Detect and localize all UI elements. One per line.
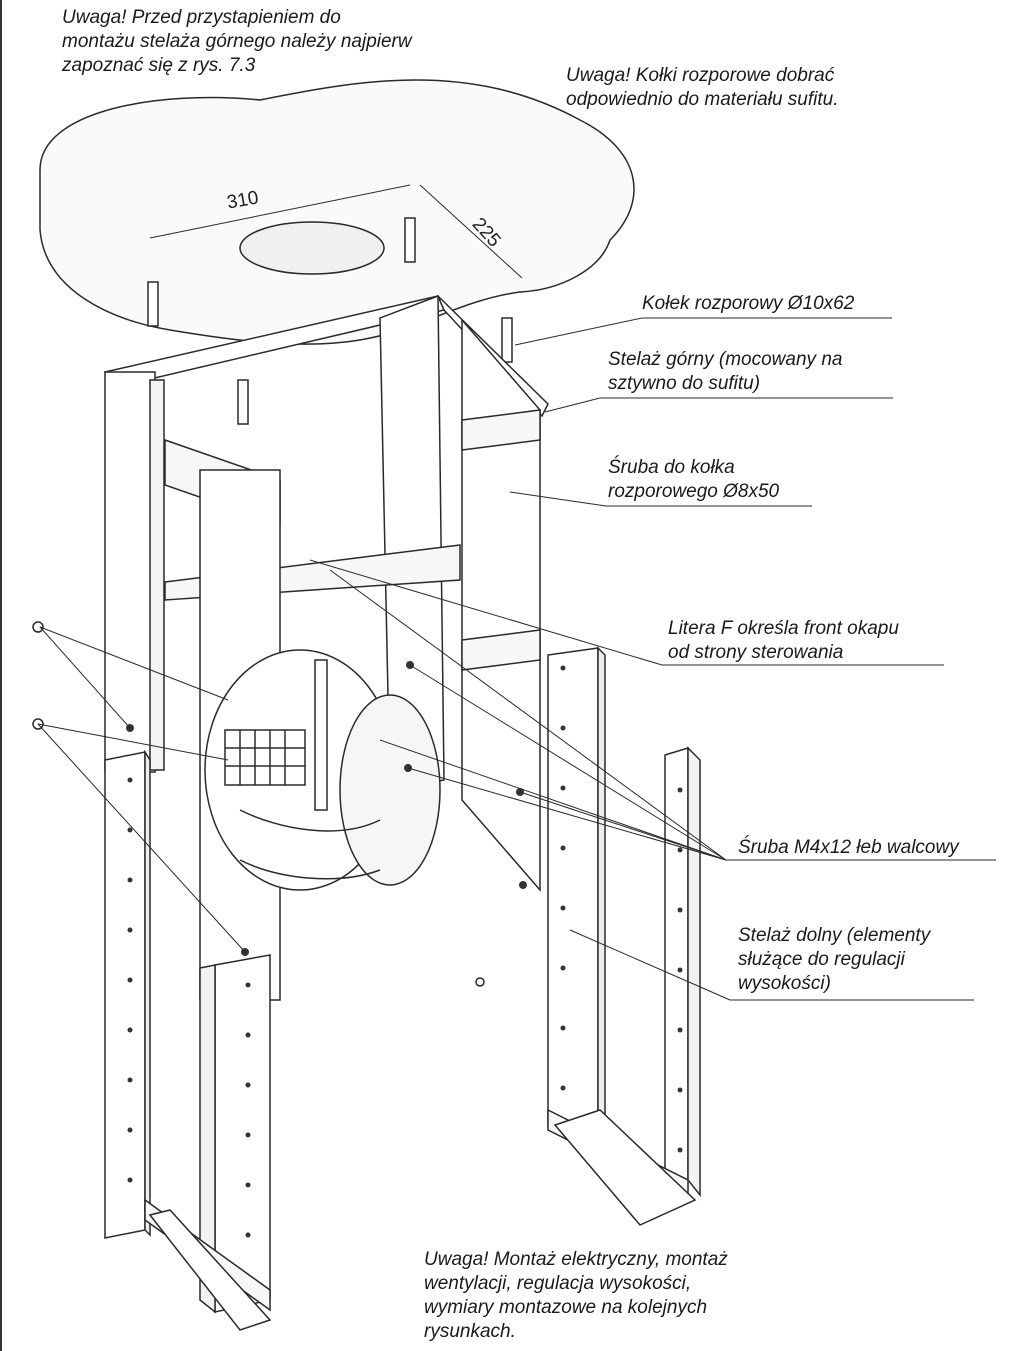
note-top-right: Uwaga! Kołki rozporowe dobrać odpowiedni…: [566, 64, 839, 112]
note-bottom: Uwaga! Montaż elektryczny, montaż wentyl…: [424, 1248, 728, 1344]
note-line: Uwaga! Montaż elektryczny, montaż: [424, 1249, 728, 1270]
callout-anchor-screw: Śruba do kołka rozporowego Ø8x50: [608, 456, 779, 504]
callout-line: Litera F określa front okapu: [668, 618, 899, 639]
callout-line: sztywno do sufitu): [608, 373, 761, 394]
callout-line: od strony sterowania: [668, 642, 844, 663]
callout-anchor-plug: Kołek rozporowy Ø10x62: [642, 292, 854, 316]
lower-frame-left: [104, 749, 272, 1331]
leader-lines: [37, 317, 996, 1001]
dimension-line-225: [419, 184, 523, 279]
callout-line: służące do regulacji: [738, 949, 905, 970]
callout-line: Kołek rozporowy Ø10x62: [642, 293, 855, 314]
note-line: wentylacji, regulacja wysokości,: [424, 1273, 692, 1294]
upper-frame: [103, 294, 549, 1001]
callout-line: rozporowego Ø8x50: [608, 481, 780, 502]
note-line: montażu stelaża górnego należy najpierw: [62, 31, 412, 52]
page-border: [0, 0, 2, 1351]
callout-front-letter: Litera F określa front okapu od strony s…: [668, 617, 899, 665]
note-line: zapoznać się z rys. 7.3: [62, 55, 256, 76]
callout-m4-screw: Śruba M4x12 łeb walcowy: [738, 836, 959, 860]
anchor-plug: [404, 217, 416, 263]
lower-frame-right: [547, 646, 701, 1226]
dimension-line-310: [149, 184, 411, 239]
note-line: Uwaga! Przed przystapieniem do: [62, 7, 341, 28]
note-line: Uwaga! Kołki rozporowe dobrać: [566, 65, 835, 86]
callout-lower-frame: Stelaż dolny (elementy służące do regula…: [738, 924, 930, 996]
note-line: rysunkach.: [424, 1321, 516, 1342]
callout-line: Śruba M4x12 łeb walcowy: [738, 837, 959, 858]
note-line: odpowiednio do materiału sufitu.: [566, 89, 839, 110]
anchor-plug: [501, 317, 513, 363]
anchor-plug: [237, 379, 249, 425]
note-line: wymiary montazowe na kolejnych: [424, 1297, 708, 1318]
note-top-left: Uwaga! Przed przystapieniem do montażu s…: [62, 6, 412, 78]
ceiling-outline: [39, 79, 635, 345]
fan-motor-unit: [204, 649, 441, 891]
callout-line: wysokości): [738, 973, 831, 994]
anchor-plug: [147, 281, 159, 327]
callout-line: Stelaż górny (mocowany na: [608, 349, 843, 370]
callout-upper-frame: Stelaż górny (mocowany na sztywno do suf…: [608, 348, 842, 396]
ceiling-duct-opening: [239, 221, 385, 275]
callout-line: Śruba do kołka: [608, 457, 735, 478]
callout-line: Stelaż dolny (elementy: [738, 925, 931, 946]
